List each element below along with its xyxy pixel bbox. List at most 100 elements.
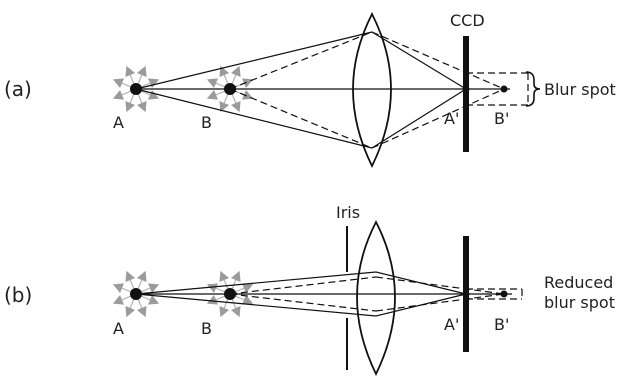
star-triangle [148, 283, 160, 293]
rays-from-a-b [135, 271, 512, 317]
panel-a: (a) CCD [4, 11, 616, 169]
star-triangle [112, 283, 124, 293]
image-b-dot [500, 290, 508, 298]
object-b-label: B [201, 319, 212, 338]
image-a-dot [462, 290, 470, 298]
blur-spot-label: Blur spot [544, 80, 616, 99]
rays-from-a [135, 31, 510, 149]
point-source-b-icon [206, 65, 254, 113]
image-b-label: B' [494, 315, 509, 334]
point-source-b-icon [206, 270, 254, 318]
iris-label: Iris [336, 203, 360, 222]
star-ray [231, 299, 237, 310]
star-triangle [148, 78, 160, 88]
star-triangle [112, 295, 124, 305]
star-triangle [231, 101, 241, 113]
star-triangle [219, 101, 229, 113]
object-a-label: A [113, 319, 124, 338]
star-ray [129, 278, 135, 289]
panel-b-label: (b) [4, 283, 32, 307]
star-triangle [242, 295, 254, 305]
star-triangle [231, 270, 241, 282]
star-triangle [242, 90, 254, 100]
star-ray [235, 295, 246, 301]
panel-a-label: (a) [4, 77, 32, 101]
star-ray [137, 94, 143, 105]
image-a-label: A' [444, 109, 459, 128]
star-triangle [206, 78, 218, 88]
star-ray [214, 287, 225, 293]
object-b-label: B [201, 113, 212, 132]
star-triangle [137, 270, 147, 282]
star-triangle [206, 283, 218, 293]
star-ray [214, 82, 225, 88]
star-triangle [242, 283, 254, 293]
star-triangle [148, 295, 160, 305]
image-a-label: A' [444, 315, 459, 334]
star-ray [231, 278, 237, 289]
star-ray [141, 295, 152, 301]
star-ray [141, 287, 152, 293]
star-triangle [125, 101, 135, 113]
star-ray [141, 82, 152, 88]
ccd-label: CCD [450, 11, 485, 30]
object-b-dot [224, 288, 236, 300]
object-a-dot [130, 83, 142, 95]
blur-brace-icon [525, 71, 541, 107]
rays-from-b [229, 31, 505, 149]
point-source-a-icon [112, 65, 160, 113]
star-triangle [112, 78, 124, 88]
star-ray [231, 73, 237, 84]
star-triangle [219, 306, 229, 318]
star-triangle [125, 65, 135, 77]
star-ray [235, 287, 246, 293]
reduced-blur-label-line2: blur spot [544, 293, 615, 312]
star-triangle [219, 270, 229, 282]
star-ray [223, 278, 229, 289]
star-ray [231, 94, 237, 105]
star-triangle [137, 101, 147, 113]
blur-spot-bracket [466, 72, 529, 106]
reduced-blur-label-line1: Reduced [544, 273, 613, 292]
star-ray [223, 94, 229, 105]
star-triangle [148, 90, 160, 100]
star-ray [120, 90, 131, 96]
star-triangle [231, 65, 241, 77]
panel-b: (b) Iris [4, 203, 615, 377]
image-b-dot [500, 85, 508, 93]
star-ray [120, 295, 131, 301]
star-triangle [137, 306, 147, 318]
star-triangle [242, 78, 254, 88]
object-a-dot [130, 288, 142, 300]
object-a-label: A [113, 113, 124, 132]
star-triangle [125, 270, 135, 282]
star-ray [214, 295, 225, 301]
star-ray [137, 73, 143, 84]
lens-a [352, 12, 392, 169]
rays-from-b-b [229, 276, 505, 312]
reduced-blur-bracket [466, 288, 523, 300]
star-ray [214, 90, 225, 96]
star-triangle [137, 65, 147, 77]
star-triangle [125, 306, 135, 318]
star-ray [129, 299, 135, 310]
star-triangle [112, 90, 124, 100]
star-ray [137, 278, 143, 289]
star-ray [120, 82, 131, 88]
star-ray [137, 299, 143, 310]
star-triangle [231, 306, 241, 318]
star-triangle [206, 90, 218, 100]
image-a-dot [462, 85, 470, 93]
star-ray [223, 299, 229, 310]
lens-b [356, 220, 396, 377]
star-ray [120, 287, 131, 293]
object-b-dot [224, 83, 236, 95]
star-triangle [206, 295, 218, 305]
star-ray [223, 73, 229, 84]
star-ray [141, 90, 152, 96]
point-source-a-icon [112, 270, 160, 318]
star-ray [129, 73, 135, 84]
star-ray [129, 94, 135, 105]
image-b-label: B' [494, 109, 509, 128]
